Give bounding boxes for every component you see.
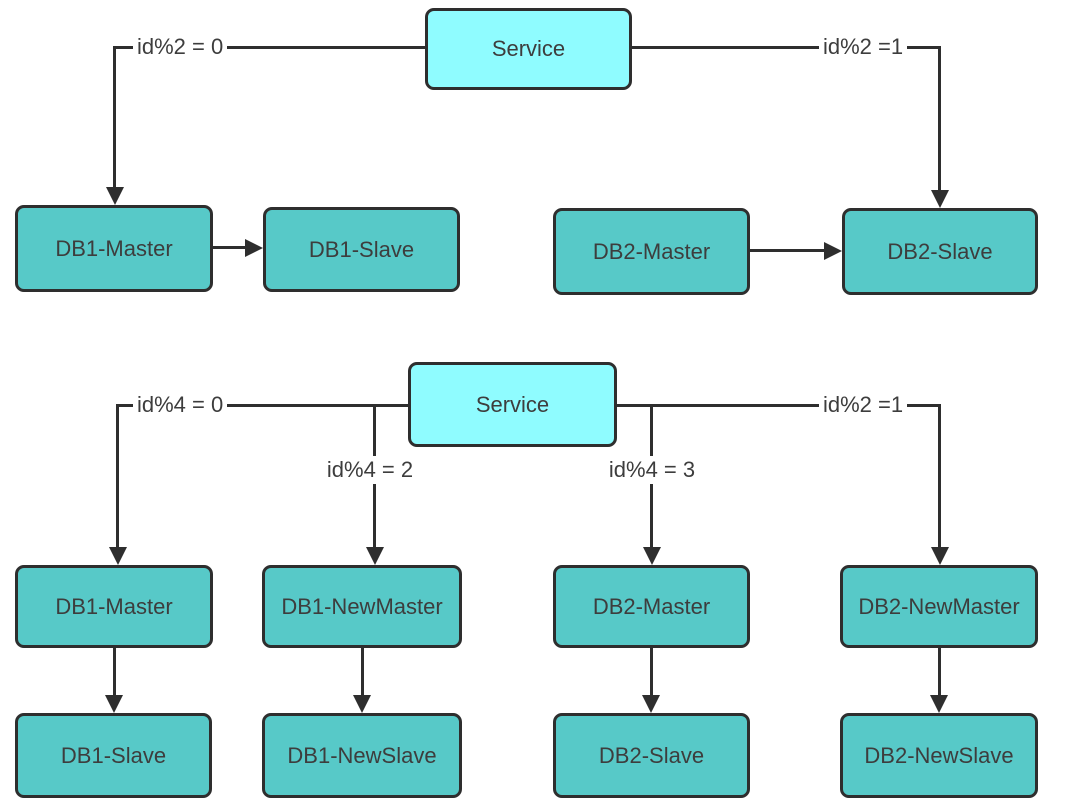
- arrow-down-icon: [931, 190, 949, 208]
- db-node-label: DB2-Slave: [598, 742, 705, 768]
- db1-master-box-bottom: DB1-Master: [15, 565, 213, 648]
- bottom-drop-line-4: [938, 404, 941, 547]
- db1-slave-box-top: DB1-Slave: [263, 207, 460, 292]
- top-db1-replication-line: [213, 246, 245, 249]
- service-label: Service: [475, 391, 550, 417]
- top-right-drop-line: [938, 46, 941, 192]
- top-left-branch-line: [115, 46, 425, 49]
- db2-new-replication-line: [938, 648, 941, 695]
- arrow-down-icon: [642, 695, 660, 713]
- db-node-label: DB2-NewSlave: [864, 742, 1014, 768]
- db1-newslave-box: DB1-NewSlave: [262, 713, 462, 798]
- bottom-branch-label-mod4-0: id%4 = 0: [133, 391, 228, 419]
- service-box-top: Service: [425, 8, 632, 90]
- bottom-right-branch-line: [617, 404, 940, 407]
- bottom-branch-label-mod4-2: id%4 = 2: [322, 456, 418, 484]
- db1-newmaster-box: DB1-NewMaster: [262, 565, 462, 648]
- arrow-right-icon: [824, 242, 842, 260]
- db1-new-replication-line: [361, 648, 364, 695]
- db-node-label: DB1-Slave: [308, 236, 415, 262]
- service-label: Service: [491, 36, 566, 61]
- top-right-branch-line: [632, 46, 940, 49]
- db-node-label: DB1-Slave: [60, 742, 167, 768]
- db2-newslave-box: DB2-NewSlave: [840, 713, 1038, 798]
- db-node-label: DB2-Master: [592, 593, 711, 619]
- db2-slave-box-bottom: DB2-Slave: [553, 713, 750, 798]
- arrow-down-icon: [106, 187, 124, 205]
- db2-master-box-top: DB2-Master: [553, 208, 750, 295]
- bottom-branch-label-mod2-1: id%2 =1: [819, 391, 908, 419]
- db-node-label: DB2-Master: [592, 238, 711, 264]
- db-node-label: DB2-Slave: [887, 238, 993, 264]
- db2-replication-line: [650, 648, 653, 695]
- bottom-left-branch-line: [117, 404, 408, 407]
- db1-master-box-top: DB1-Master: [15, 205, 213, 292]
- db1-replication-line: [113, 648, 116, 695]
- top-left-branch-label: id%2 = 0: [133, 33, 228, 61]
- arrow-down-icon: [931, 547, 949, 565]
- service-box-bottom: Service: [408, 362, 617, 447]
- db-node-label: DB1-Master: [55, 235, 173, 261]
- arrow-down-icon: [105, 695, 123, 713]
- db-node-label: DB1-Master: [55, 593, 173, 619]
- arrow-down-icon: [353, 695, 371, 713]
- db1-slave-box-bottom: DB1-Slave: [15, 713, 212, 798]
- db2-newmaster-box: DB2-NewMaster: [840, 565, 1038, 648]
- arrow-right-icon: [245, 239, 263, 257]
- arrow-down-icon: [930, 695, 948, 713]
- db2-slave-box-top: DB2-Slave: [842, 208, 1038, 295]
- arrow-down-icon: [109, 547, 127, 565]
- db-node-label: DB2-NewMaster: [858, 593, 1020, 619]
- top-right-branch-label: id%2 =1: [819, 33, 908, 61]
- arrow-down-icon: [643, 547, 661, 565]
- bottom-drop-line-1: [116, 404, 119, 547]
- top-db2-replication-line: [750, 249, 824, 252]
- db2-master-box-bottom: DB2-Master: [553, 565, 750, 648]
- db-node-label: DB1-NewSlave: [287, 742, 437, 768]
- bottom-branch-label-mod4-3: id%4 = 3: [604, 456, 700, 484]
- arrow-down-icon: [366, 547, 384, 565]
- top-left-drop-line: [113, 46, 116, 189]
- db-node-label: DB1-NewMaster: [281, 593, 443, 619]
